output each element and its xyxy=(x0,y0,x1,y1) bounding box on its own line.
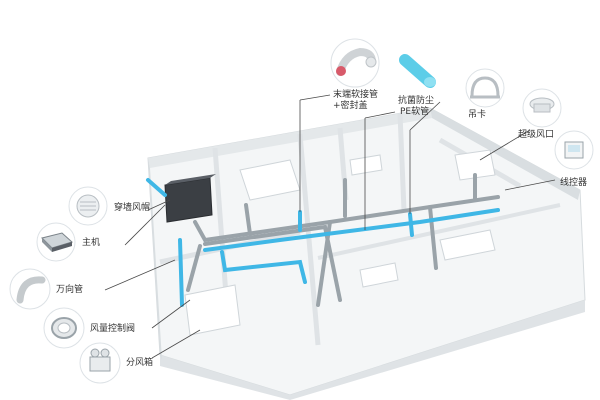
leader-line xyxy=(151,329,201,359)
table xyxy=(359,262,399,288)
grey-duct xyxy=(203,224,342,302)
splitter-box-icon xyxy=(79,342,121,384)
blue-duct xyxy=(220,250,307,284)
blue-duct xyxy=(178,238,184,307)
label-pe-hose-line1: 抗菌防尘 xyxy=(398,96,435,106)
grey-duct xyxy=(186,244,202,292)
leader-lines xyxy=(104,94,556,359)
leader-line xyxy=(104,259,176,291)
blue-duct xyxy=(203,208,500,252)
main-unit-icon xyxy=(36,222,76,262)
leader-line xyxy=(147,199,171,211)
leader-line xyxy=(151,299,191,329)
desk xyxy=(349,154,383,176)
blue-duct-network xyxy=(146,178,500,307)
hanger-clip-icon xyxy=(465,68,505,108)
leader-line xyxy=(299,94,331,101)
end-soft-pipe-icon xyxy=(330,38,380,88)
label-end-soft-pipe-line1: 末端软接管 xyxy=(333,90,379,100)
label-wall-vent: 穿墙风帽 xyxy=(114,203,151,213)
blue-duct xyxy=(146,178,167,197)
label-splitter-box: 分风箱 xyxy=(126,358,154,368)
airflow-valve-icon xyxy=(43,307,85,349)
label-ceiling-vent: 超级风口 xyxy=(518,130,555,140)
outer-wall-back xyxy=(148,108,432,168)
elbow-pipe-icon xyxy=(9,268,51,310)
interior-wall xyxy=(297,133,321,346)
leader-line xyxy=(409,101,441,131)
blue-duct xyxy=(408,212,414,237)
wall-vent-icon xyxy=(68,186,108,226)
label-pe-hose-line2: PE软管 xyxy=(400,107,430,117)
label-main-unit: 主机 xyxy=(82,238,101,248)
interior-wall xyxy=(397,113,407,211)
leader-line xyxy=(504,179,556,191)
leader-line xyxy=(124,204,166,246)
main-unit-top xyxy=(165,174,216,185)
ceiling-vent-icon xyxy=(522,88,562,128)
grey-duct-network xyxy=(186,173,500,307)
bed xyxy=(184,284,241,336)
grey-duct xyxy=(428,205,438,270)
interior-wall xyxy=(317,203,561,260)
leader-line xyxy=(479,129,531,161)
leader-line xyxy=(364,111,396,119)
grey-duct xyxy=(244,203,252,236)
label-hanger-clip: 吊卡 xyxy=(468,110,487,120)
label-controller: 线控器 xyxy=(560,178,588,188)
label-end-soft-pipe-line2: +密封盖 xyxy=(333,101,368,111)
label-airflow-valve: 风量控制阀 xyxy=(90,324,136,334)
label-elbow-pipe: 万向管 xyxy=(56,285,84,295)
outer-wall-right xyxy=(430,108,580,200)
pe-hose-icon xyxy=(399,54,436,88)
main-unit xyxy=(164,177,213,223)
sofa xyxy=(439,229,496,261)
cabinet xyxy=(454,149,496,181)
controller-icon xyxy=(554,130,594,170)
